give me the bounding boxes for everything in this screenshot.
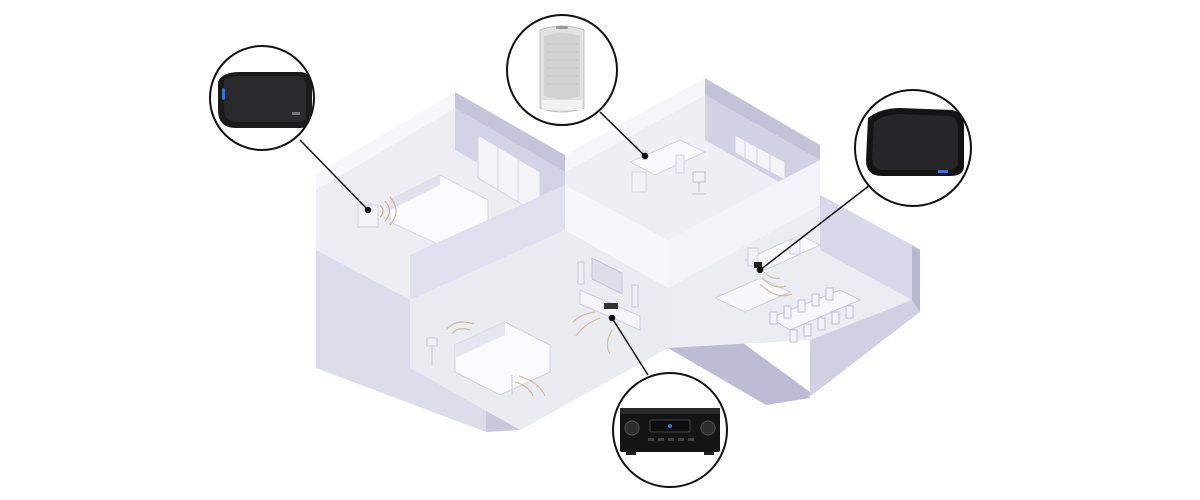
- dining-sound-waves: [759, 271, 793, 297]
- bedroom-side-wall: [455, 92, 565, 172]
- av-receiver-icon: [620, 408, 720, 455]
- bedroom-nightstand: [357, 204, 379, 228]
- living-sound-waves: [445, 311, 613, 397]
- leader-living: [611, 317, 649, 376]
- compact-speaker-icon: [218, 72, 312, 128]
- leader-office: [599, 111, 646, 157]
- room-living: [410, 185, 668, 430]
- office-side-top: [705, 78, 820, 160]
- callout-compact-speaker: [209, 45, 315, 151]
- room-dining: [668, 160, 912, 348]
- outer-wall-right: [808, 300, 920, 398]
- dining-island: [713, 277, 792, 313]
- bedroom-back-wall-left: [316, 92, 455, 190]
- room-bedroom: [316, 92, 565, 300]
- callout-portable-speaker: [506, 14, 618, 126]
- dining-chairs: [769, 287, 854, 343]
- office-back-wall: [565, 78, 705, 172]
- living-console: [579, 289, 641, 331]
- living-tv: [591, 257, 623, 295]
- office-chair: [692, 171, 706, 195]
- bedroom-sound-waves: [379, 196, 397, 226]
- leader-bedroom: [299, 139, 369, 211]
- portable-speaker-icon: [539, 25, 585, 113]
- dining-speaker: [754, 262, 762, 268]
- outer-wall-right-end: [912, 245, 920, 312]
- large-speaker-icon: [866, 108, 964, 176]
- callout-leaders: [299, 111, 871, 376]
- leader-dining: [759, 184, 871, 271]
- callout-av-receiver: [612, 372, 728, 488]
- dining-back-wall: [668, 160, 820, 288]
- living-left-wall: [410, 185, 565, 300]
- callout-large-speaker: [854, 89, 972, 207]
- office-desk: [628, 139, 707, 176]
- living-back-wall: [565, 185, 668, 288]
- dining-side-wall: [820, 195, 912, 300]
- living-receiver: [604, 303, 618, 309]
